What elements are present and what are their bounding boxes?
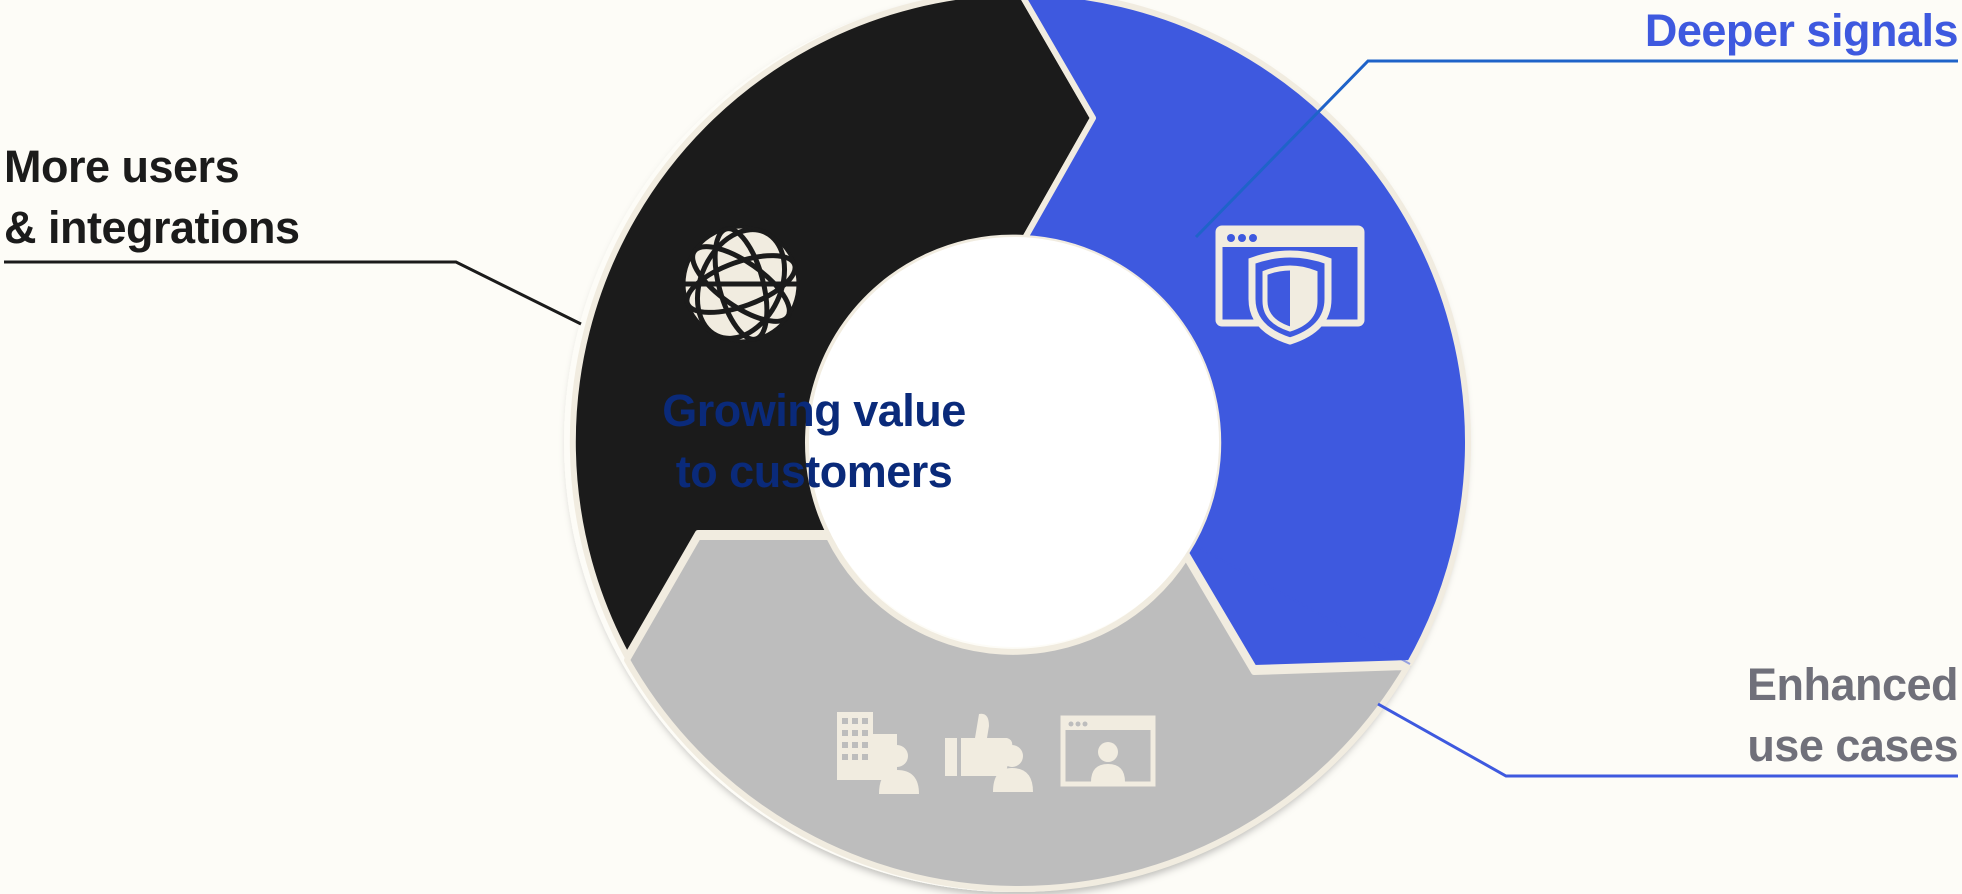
label-enhanced-use-cases: Enhanced use cases: [1746, 654, 1959, 776]
leader-line-enhanced-use-cases: [1377, 702, 1958, 778]
segment-more-users: [569, 0, 1096, 659]
leader-line-more-users: [4, 260, 582, 326]
leader-line-deeper-signals: [1194, 59, 1958, 239]
label-deeper-signals: Deeper signals: [1644, 0, 1959, 61]
label-enhanced-line1: Enhanced: [1746, 659, 1959, 710]
segment-enhanced-use-cases: [624, 534, 1410, 893]
building-person-icon: [837, 712, 919, 794]
center-title-line1: Growing value: [662, 385, 966, 436]
thumbs-up-person-icon: [945, 713, 1033, 792]
leader-line-enhanced-inner: [1199, 547, 1411, 665]
browser-shield-icon: [1215, 225, 1365, 345]
business-people-icons: [837, 712, 1156, 794]
label-more-users-line1: More users: [4, 141, 240, 192]
label-enhanced-line2: use cases: [1747, 720, 1958, 771]
center-circle: [809, 237, 1219, 647]
label-more-users: More users & integrations: [4, 136, 300, 258]
globe-icon: [682, 225, 800, 343]
center-title: Growing value to customers: [614, 380, 1014, 502]
label-deeper-signals-line1: Deeper signals: [1644, 5, 1959, 56]
center-title-line2: to customers: [675, 446, 953, 497]
label-more-users-line2: & integrations: [4, 202, 300, 253]
video-call-person-icon: [1060, 715, 1156, 787]
